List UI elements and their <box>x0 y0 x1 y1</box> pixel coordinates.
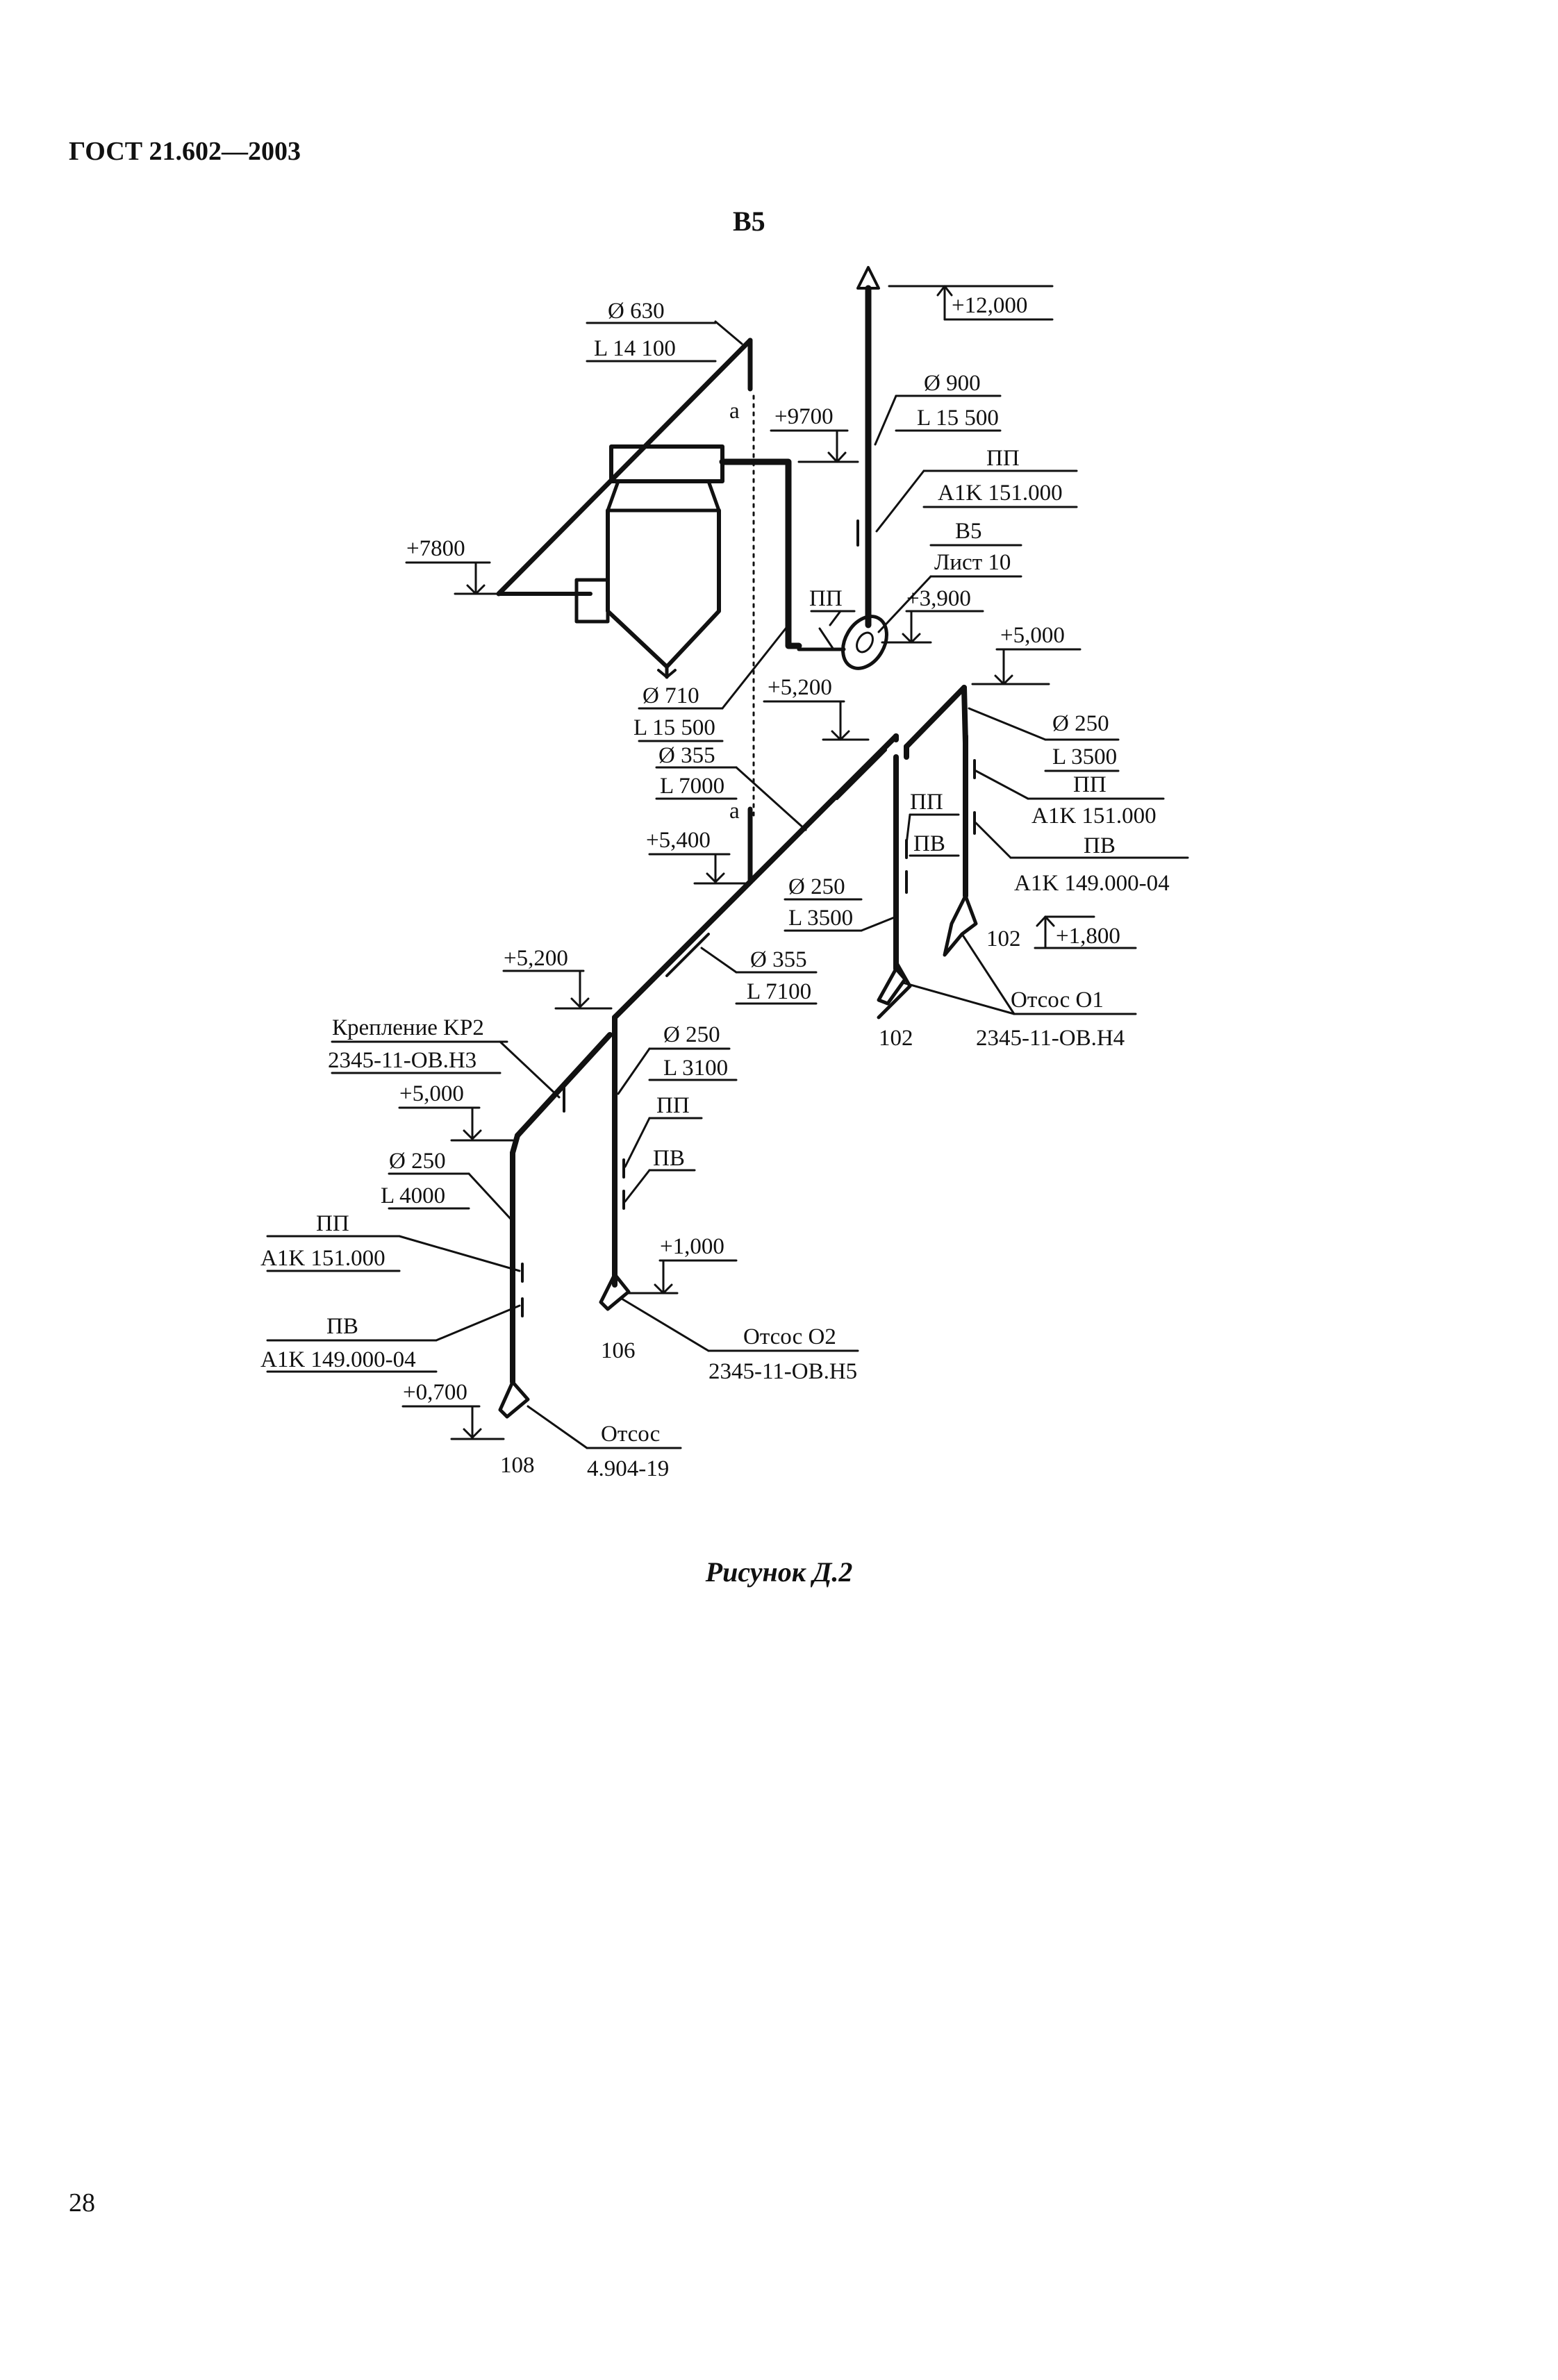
label-d355-a: Ø 355 <box>658 743 715 768</box>
label-lvl1800: +1,800 <box>1056 924 1120 949</box>
label-d630: Ø 630 <box>608 299 665 324</box>
page-number: 28 <box>69 2188 95 2217</box>
label-doc-h3: 2345-11-OB.H3 <box>328 1048 476 1073</box>
label-lvl5000-left: +5,000 <box>399 1081 464 1106</box>
label-pp-l: ПП <box>316 1211 349 1236</box>
label-lvl12000: +12,000 <box>952 293 1027 318</box>
label-lvl9700: +9700 <box>774 404 834 429</box>
label-a1k151-r: A1K 151.000 <box>1031 804 1157 829</box>
label-lvl0700: +0,700 <box>403 1380 467 1405</box>
label-pp-m: ПП <box>656 1093 690 1118</box>
label-a1k151-l: A1K 151.000 <box>260 1246 386 1271</box>
label-l14100: L 14 100 <box>594 336 676 361</box>
label-l3500-r: L 3500 <box>1052 744 1117 769</box>
label-d355-b: Ø 355 <box>750 947 807 972</box>
suction-cone-108 <box>498 1380 530 1419</box>
label-l4000: L 4000 <box>381 1183 445 1208</box>
label-doc-h4: 2345-11-OB.H4 <box>976 1026 1125 1051</box>
label-n102-r: 102 <box>986 926 1021 951</box>
label-pp-top: ПП <box>986 446 1020 471</box>
label-lvl5000-right: +5,000 <box>1000 623 1065 648</box>
suction-cone-102-right <box>943 894 978 957</box>
label-lvl5200-left: +5,200 <box>504 946 568 971</box>
label-d710: Ø 710 <box>643 683 699 708</box>
fan-icon <box>841 615 888 670</box>
figure-title: B5 <box>733 206 765 237</box>
label-lvl3900: +3,900 <box>906 586 971 611</box>
label-otsos: Отсос <box>601 1422 660 1447</box>
label-n108: 108 <box>500 1453 535 1478</box>
label-d900: Ø 900 <box>924 371 981 396</box>
label-d250-m: Ø 250 <box>663 1022 720 1047</box>
label-lvl5400: +5,400 <box>646 828 711 853</box>
label-pv-m: ПВ <box>653 1146 685 1171</box>
label-l3500-c: L 3500 <box>788 906 853 931</box>
suction-cone-106 <box>599 1272 631 1311</box>
label-lvl5200-mid: +5,200 <box>768 675 832 700</box>
label-krep: Крепление KP2 <box>332 1015 484 1040</box>
label-mark-a-bottom: a <box>729 799 740 824</box>
label-l7000: L 7000 <box>660 774 724 799</box>
label-a1k151-top: A1K 151.000 <box>938 481 1063 506</box>
label-lvl1000: +1,000 <box>660 1234 724 1259</box>
label-sheet10: Лист 10 <box>934 550 1011 575</box>
label-n106: 106 <box>601 1338 636 1363</box>
label-pv-l: ПВ <box>326 1314 358 1339</box>
label-d250-c: Ø 250 <box>788 874 845 899</box>
label-pp-c: ПП <box>910 790 943 815</box>
label-pp-fan: ПП <box>809 586 843 611</box>
figure-caption: Рисунок Д.2 <box>705 1556 853 1588</box>
label-pp-r: ПП <box>1073 772 1107 797</box>
label-doc-h5: 2345-11-OB.H5 <box>708 1359 857 1384</box>
label-doc-4904: 4.904-19 <box>587 1456 669 1481</box>
label-pv-c: ПВ <box>913 831 945 856</box>
label-lvl7800: +7800 <box>406 536 465 561</box>
label-otsos-o1: Отсос O1 <box>1011 988 1104 1013</box>
label-d250-l: Ø 250 <box>389 1149 446 1174</box>
label-pv-r: ПВ <box>1084 833 1116 858</box>
label-otsos-o2: Отсос O2 <box>743 1324 836 1349</box>
label-l15500-mid: L 15 500 <box>633 715 715 740</box>
label-a1k149-r: A1K 149.000-04 <box>1014 871 1170 896</box>
label-l15500-top: L 15 500 <box>917 406 999 431</box>
label-n102-c: 102 <box>879 1026 913 1051</box>
standard-header: ГОСТ 21.602—2003 <box>69 137 301 166</box>
label-l3100: L 3100 <box>663 1056 728 1081</box>
label-mark-a-top: a <box>729 399 740 424</box>
label-b5-ref: B5 <box>955 519 982 544</box>
label-l7100: L 7100 <box>747 979 811 1004</box>
label-d250-r: Ø 250 <box>1052 711 1109 736</box>
label-a1k149-l: A1K 149.000-04 <box>260 1347 416 1372</box>
